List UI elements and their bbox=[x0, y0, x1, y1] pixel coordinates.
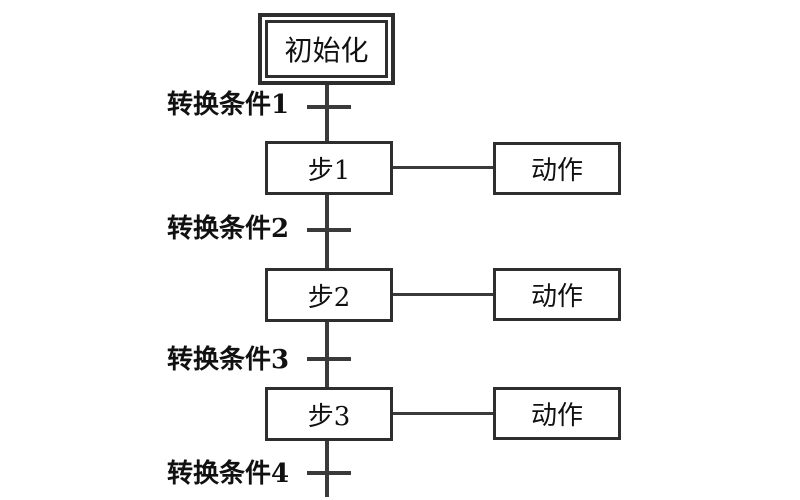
transition-bar-2 bbox=[307, 228, 351, 232]
action-connector-3 bbox=[393, 412, 493, 415]
action-box-3: 动作 bbox=[493, 387, 621, 440]
transition-label-2: 转换条件2 bbox=[167, 214, 290, 244]
initial-step-label: 初始化 bbox=[265, 20, 388, 78]
action-box-2: 动作 bbox=[493, 268, 621, 321]
action-connector-1 bbox=[393, 166, 493, 169]
step-box-2: 步2 bbox=[265, 268, 393, 322]
step-box-3: 步3 bbox=[265, 387, 393, 441]
action-box-1: 动作 bbox=[493, 142, 621, 195]
transition-bar-4 bbox=[307, 471, 351, 475]
transition-bar-3 bbox=[307, 357, 351, 361]
transition-label-1: 转换条件1 bbox=[167, 90, 290, 120]
action-connector-2 bbox=[393, 293, 493, 296]
step-box-1: 步1 bbox=[265, 141, 393, 195]
transition-label-4: 转换条件4 bbox=[167, 459, 290, 489]
transition-bar-1 bbox=[307, 105, 351, 109]
transition-label-3: 转换条件3 bbox=[167, 345, 290, 375]
initial-step-box: 初始化 bbox=[258, 13, 395, 85]
